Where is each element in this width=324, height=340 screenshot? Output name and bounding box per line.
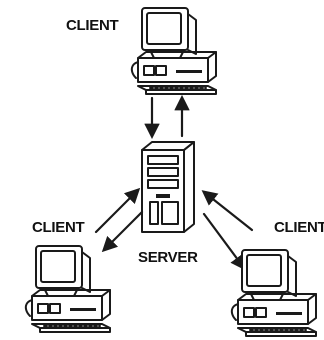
arrow-down-left-icon [101,210,144,253]
server-tower-icon [141,141,195,233]
server-node: SERVER [138,141,198,266]
client-top-computer-icon [130,7,217,95]
client-right-label: CLIENT [274,219,324,236]
client-left-computer-icon [24,245,111,333]
edge-right-server [201,190,254,271]
arrow-up-right-icon [94,187,141,234]
edge-left-server [94,187,144,253]
client-left-node: CLIENT [24,219,111,333]
client-left-label: CLIENT [32,219,85,236]
client-top-label: CLIENT [66,17,119,34]
arrow-up-left-icon [201,190,254,232]
edge-top-server [144,94,190,140]
client-right-node: CLIENT [230,219,324,337]
arrow-down-right-icon [202,212,246,271]
server-label: SERVER [138,249,198,266]
client-right-computer-icon [230,249,317,337]
client-top-node: CLIENT [66,7,217,95]
